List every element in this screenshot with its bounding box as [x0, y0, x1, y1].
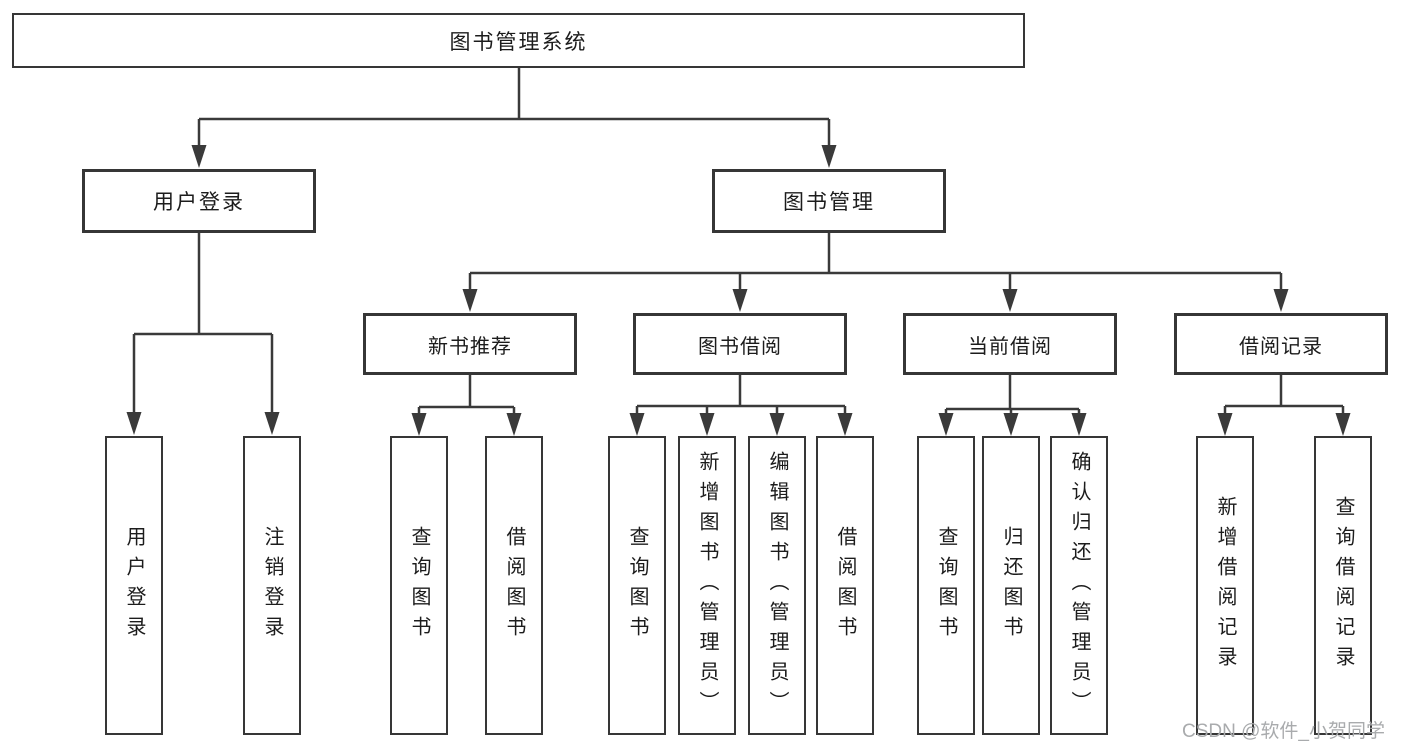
node-current-borrow: 当前借阅 [903, 313, 1117, 375]
node-label: 查询图书 [408, 525, 430, 646]
node-label: 编辑图书（管理员） [766, 450, 788, 721]
leaf-borrow-books: 借阅图书 [816, 436, 874, 735]
node-label: 当前借阅 [968, 335, 1052, 358]
leaf-add-books-admin: 新增图书（管理员） [678, 436, 736, 735]
node-label: 借阅图书 [834, 525, 856, 646]
node-new-book-recommend: 新书推荐 [363, 313, 577, 375]
leaf-return-books: 归还图书 [982, 436, 1040, 735]
leaf-add-borrow-record: 新增借阅记录 [1196, 436, 1254, 735]
node-label: 新书推荐 [428, 335, 512, 358]
leaf-query-books-recommend: 查询图书 [390, 436, 448, 735]
node-label: 查询图书 [935, 525, 957, 646]
csdn-watermark: CSDN @软件_小贺同学 [1182, 721, 1385, 742]
node-label: 图书管理 [783, 191, 875, 214]
node-borrow-records: 借阅记录 [1174, 313, 1388, 375]
node-label: 图书管理系统 [449, 30, 588, 54]
leaf-user-login: 用户登录 [105, 436, 163, 735]
node-label: 查询图书 [626, 525, 648, 646]
node-label: 注销登录 [261, 525, 283, 646]
leaf-borrow-books-recommend: 借阅图书 [485, 436, 543, 735]
node-label: 确认归还（管理员） [1068, 450, 1090, 721]
node-label: 新增借阅记录 [1214, 495, 1236, 676]
leaf-query-books-borrow: 查询图书 [608, 436, 666, 735]
node-label: 新增图书（管理员） [696, 450, 718, 721]
leaf-edit-books-admin: 编辑图书（管理员） [748, 436, 806, 735]
node-label: 借阅记录 [1239, 335, 1323, 358]
leaf-confirm-return-admin: 确认归还（管理员） [1050, 436, 1108, 735]
leaf-logout: 注销登录 [243, 436, 301, 735]
node-book-management: 图书管理 [712, 169, 946, 233]
node-label: 归还图书 [1000, 525, 1022, 646]
node-label: 借阅图书 [503, 525, 525, 646]
node-label: 图书借阅 [698, 335, 782, 358]
node-label: 查询借阅记录 [1332, 495, 1354, 676]
node-label: 用户登录 [123, 525, 145, 646]
leaf-query-books-current: 查询图书 [917, 436, 975, 735]
leaf-query-borrow-record: 查询借阅记录 [1314, 436, 1372, 735]
node-label: 用户登录 [153, 191, 245, 214]
node-book-borrow: 图书借阅 [633, 313, 847, 375]
node-user-login: 用户登录 [82, 169, 316, 233]
node-library-management-system: 图书管理系统 [12, 13, 1025, 68]
